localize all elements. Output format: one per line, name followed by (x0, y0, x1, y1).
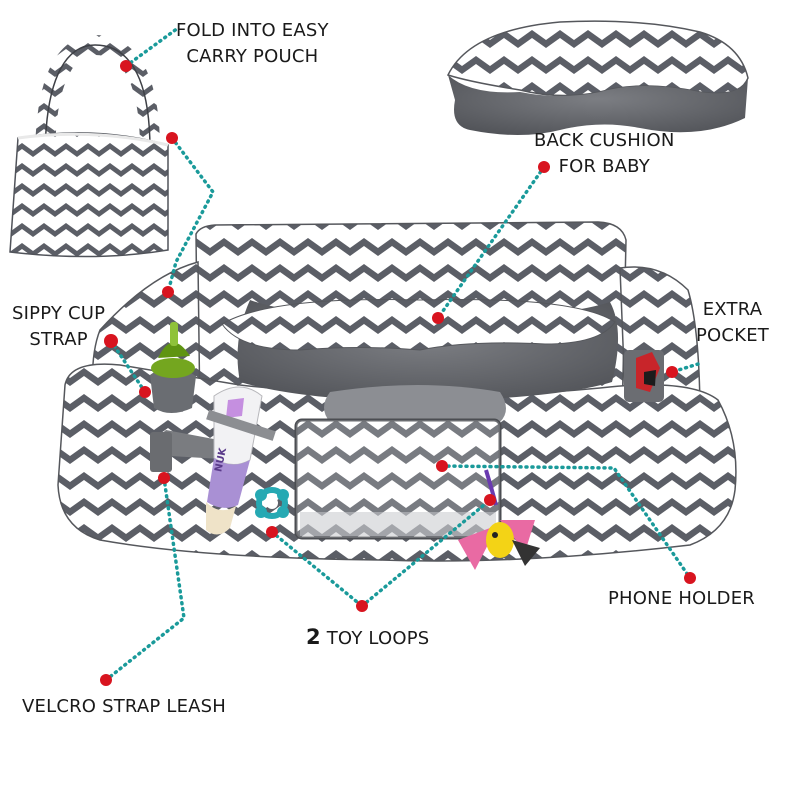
marker-back-cushion-top (538, 161, 550, 173)
marker-toy-right (484, 494, 496, 506)
marker-back-cushion (432, 312, 444, 324)
marker-pouch-bottom (162, 286, 174, 298)
label-toy-loops: 2 TOY LOOPS (306, 624, 429, 652)
connector-sippy (109, 339, 147, 394)
connector-fold (124, 26, 180, 68)
marker-phone-end (684, 572, 696, 584)
marker-sippy (139, 386, 151, 398)
label-fold-line-1: FOLD INTO EASY (176, 20, 329, 41)
label-fold-pouch: FOLD INTO EASY CARRY POUCH (176, 18, 329, 70)
label-phone-text: PHONE HOLDER (608, 588, 755, 609)
connector-back-cushion (436, 165, 546, 320)
connector-toy-left (270, 530, 364, 608)
marker-dots (100, 60, 696, 686)
cart-cover-image: NUK (57, 221, 737, 570)
carry-pouch-image (9, 34, 169, 258)
label-extra-line-1: EXTRA (702, 299, 763, 320)
marker-pouch (166, 132, 178, 144)
label-back-cushion: BACK CUSHION FOR BABY (534, 128, 675, 180)
marker-extra-pocket (666, 366, 678, 378)
marker-phone (436, 460, 448, 472)
label-sippy-cup: SIPPY CUP STRAP (12, 301, 105, 353)
marker-fold (120, 60, 132, 72)
label-sippy-line-2: STRAP (29, 329, 88, 350)
label-sippy-line-1: SIPPY CUP (12, 303, 106, 324)
marker-sippy-top (104, 334, 118, 348)
connector-toy-right (360, 498, 492, 608)
label-fold-line-2: CARRY POUCH (186, 46, 319, 67)
label-back-cushion-line-2: FOR BABY (558, 156, 650, 177)
connector-velcro (104, 476, 186, 682)
connector-pouch (166, 136, 216, 294)
label-toy-loops-count: 2 (306, 625, 321, 649)
marker-velcro-end (100, 674, 112, 686)
label-velcro-text: VELCRO STRAP LEASH (22, 696, 227, 717)
label-extra-pocket: EXTRA POCKET (696, 297, 769, 349)
label-phone-holder: PHONE HOLDER (608, 586, 755, 612)
marker-toy-left (266, 526, 278, 538)
label-velcro-leash: VELCRO STRAP LEASH (22, 694, 226, 720)
marker-toy-center (356, 600, 368, 612)
label-back-cushion-line-1: BACK CUSHION (534, 130, 675, 151)
back-cushion-image (446, 20, 749, 135)
bottle-brand-text: NUK (213, 446, 229, 473)
label-toy-loops-text: TOY LOOPS (326, 628, 430, 649)
label-extra-line-2: POCKET (696, 325, 769, 346)
marker-velcro (158, 472, 170, 484)
